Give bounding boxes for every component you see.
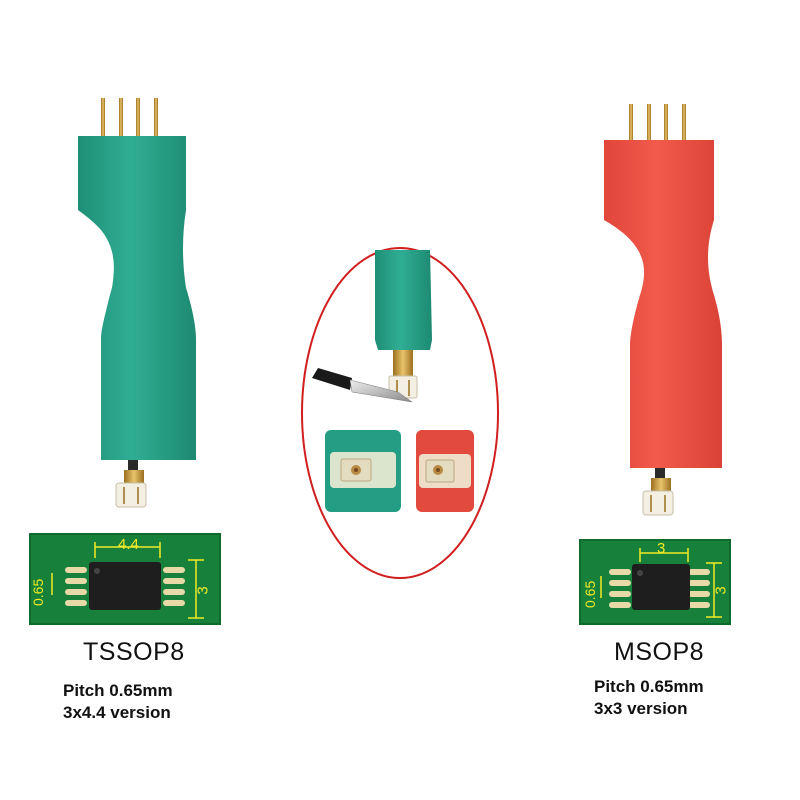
header-pins-icon [629, 104, 686, 144]
msop8-version-spec: 3x3 version [594, 699, 688, 718]
msop8-pitch-label: 0.65 [582, 580, 598, 608]
msop8-pitch-spec: Pitch 0.65mm [594, 677, 704, 696]
tssop8-width-label: 4.4 [118, 536, 139, 553]
tssop8-length-label: 3 [194, 586, 212, 595]
msop8-pcb-diagram [579, 539, 731, 625]
detail-callout [301, 247, 499, 579]
teal-adapter-socket-icon [325, 430, 401, 512]
tssop8-title: TSSOP8 [83, 638, 185, 666]
blade-icon [312, 368, 413, 403]
red-probe-icon [604, 104, 722, 516]
msop8-width-label: 3 [657, 540, 666, 557]
msop8-length-label: 3 [712, 586, 730, 595]
tssop8-pitch-label: 0.65 [30, 578, 46, 606]
header-pins-icon [101, 98, 158, 138]
red-adapter-socket-icon [416, 430, 474, 512]
tssop8-pitch-spec: Pitch 0.65mm [63, 681, 173, 700]
tssop8-pcb-diagram [29, 533, 221, 625]
msop8-title: MSOP8 [614, 638, 705, 666]
teal-probe-icon [78, 98, 196, 508]
tssop8-version-spec: 3x4.4 version [63, 703, 171, 722]
teal-probe-tip-icon [375, 250, 432, 399]
